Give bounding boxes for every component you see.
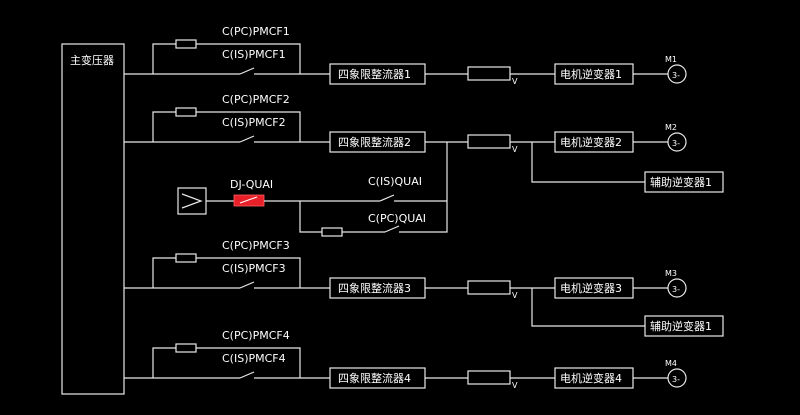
motor-label-4: M4 (665, 359, 677, 368)
dc-link-2 (467, 134, 511, 149)
rectifier-label-3: 四象限整流器3 (338, 281, 411, 295)
branch-2: C(PC)PMCF2 C(IS)PMCF2 四象限整流器2 V 电机逆变器2 3… (124, 93, 724, 193)
is-quai-switch (379, 194, 395, 202)
branch-1: C(PC)PMCF1 C(IS)PMCF1 四象限整流器1 V 电机逆变器1 3… (124, 25, 687, 86)
is-quai-label: C(IS)QUAI (368, 175, 422, 188)
is-switch-4 (239, 371, 255, 379)
motor-4-icon (667, 368, 687, 388)
motor-3-icon (667, 278, 687, 298)
is-switch-label-4: C(IS)PMCF4 (222, 352, 286, 365)
pc-switch-label-1: C(PC)PMCF1 (222, 25, 290, 38)
dc-link-3 (467, 280, 511, 295)
motor-1-icon (667, 64, 687, 84)
rectifier-label-1: 四象限整流器1 (338, 67, 411, 81)
voltage-mark-4: V (512, 381, 518, 390)
motor-label-1: M1 (665, 55, 677, 64)
is-switch-1 (239, 67, 255, 75)
rectifier-label-2: 四象限整流器2 (338, 135, 411, 149)
pc-switch-label-2: C(PC)PMCF2 (222, 93, 290, 106)
branch-4: C(PC)PMCF4 C(IS)PMCF4 四象限整流器4 V 电机逆变器4 3… (124, 329, 687, 390)
inverter-label-2: 电机逆变器2 (560, 135, 622, 149)
motor-symbol-4: 3- (672, 375, 680, 384)
pc-resistor-2 (175, 107, 197, 117)
quai-precharge-resistor (321, 227, 343, 237)
pantograph-icon (181, 193, 203, 209)
is-switch-label-1: C(IS)PMCF1 (222, 48, 286, 61)
branch-3: C(PC)PMCF3 C(IS)PMCF3 四象限整流器3 V 电机逆变器3 3… (124, 239, 724, 337)
aux-inverter-label-2: 辅助逆变器1 (650, 319, 712, 333)
dc-link-1 (467, 66, 511, 81)
is-switch-label-2: C(IS)PMCF2 (222, 116, 286, 129)
pc-switch-label-3: C(PC)PMCF3 (222, 239, 290, 252)
voltage-mark-3: V (512, 291, 518, 300)
dj-quai-switch (233, 194, 265, 207)
main-transformer-box (61, 43, 125, 395)
voltage-mark-2: V (512, 145, 518, 154)
motor-symbol-1: 3- (672, 71, 680, 80)
quai-branch: DJ-QUAI C(IS)QUAI C(PC)QUAI (177, 142, 448, 237)
pc-resistor-1 (175, 39, 197, 49)
inverter-label-3: 电机逆变器3 (560, 281, 622, 295)
dj-quai-label: DJ-QUAI (230, 178, 273, 191)
pc-quai-label: C(PC)QUAI (368, 212, 426, 225)
motor-label-3: M3 (665, 269, 677, 278)
voltage-mark-1: V (512, 77, 518, 86)
main-transformer-label: 主变压器 (70, 53, 114, 67)
is-switch-3 (239, 281, 255, 289)
pc-switch-label-4: C(PC)PMCF4 (222, 329, 290, 342)
motor-symbol-3: 3- (672, 285, 680, 294)
dc-link-4 (467, 370, 511, 385)
inverter-label-4: 电机逆变器4 (560, 371, 622, 385)
inverter-label-1: 电机逆变器1 (560, 67, 622, 81)
aux-inverter-label-1: 辅助逆变器1 (650, 175, 712, 189)
aux-inverter-2 (644, 315, 724, 337)
motor-label-2: M2 (665, 123, 677, 132)
is-switch-label-3: C(IS)PMCF3 (222, 262, 286, 275)
pc-resistor-3 (175, 253, 197, 263)
motor-symbol-2: 3- (672, 139, 680, 148)
motor-2-icon (667, 132, 687, 152)
dj-switch-blade (239, 196, 258, 204)
is-switch-2 (239, 135, 255, 143)
rectifier-label-4: 四象限整流器4 (338, 371, 411, 385)
aux-inverter-1 (644, 171, 724, 193)
pc-resistor-4 (175, 343, 197, 353)
pc-quai-switch (384, 225, 400, 233)
